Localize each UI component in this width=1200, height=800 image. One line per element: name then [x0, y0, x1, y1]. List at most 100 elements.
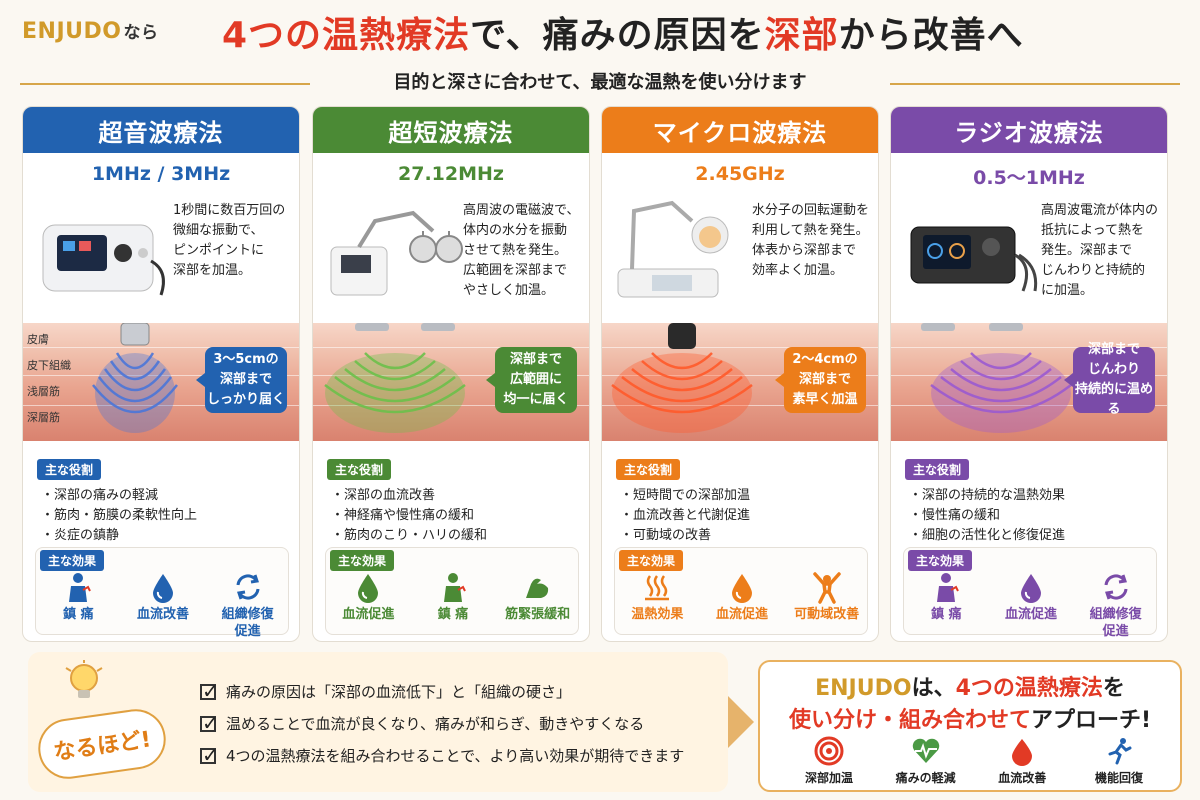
summary-text: アプローチ! [1030, 708, 1152, 733]
checkbox-icon [200, 676, 219, 706]
roles-section: 主な役割深部の痛みの軽減筋肉・筋膜の柔軟性向上炎症の鎮静 [37, 459, 289, 546]
callout-line: 素早く加温 [792, 392, 858, 407]
roles-tag: 主な役割 [616, 459, 681, 480]
headline-part: 4つの [222, 15, 323, 56]
callout-line: 深部まで [798, 372, 851, 387]
person-pain-icon [906, 572, 986, 606]
effects-section: 主な効果鎮 痛血流改善組織修復 促進 [35, 547, 289, 639]
skin-layer-labels: 皮膚皮下組織浅層筋深層筋 [27, 327, 71, 431]
summary-text: 使い分け・組み合わせて [788, 708, 1031, 733]
heat-wave-graphic [921, 323, 1072, 433]
role-item: 可動域の改善 [616, 526, 868, 546]
description-line: 発生。深部まで [1041, 243, 1133, 258]
insight-checklist: 痛みの原因は「深部の血流低下」と「組織の硬さ」 温めることで血流が良くなり、痛み… [200, 676, 720, 772]
heart-icon [912, 738, 939, 763]
description-line: じんわりと持続的 [1041, 263, 1146, 278]
callout-line: じんわり [1087, 362, 1140, 377]
drop-icon [123, 572, 203, 606]
callout-line: 持続的に温める [1075, 382, 1154, 417]
description-line: 1秒間に数百万回の [173, 203, 286, 218]
description-line: 体内の水分を振動 [463, 223, 568, 238]
effect-label: 可動域改善 [794, 607, 860, 622]
drop-icon [1012, 739, 1033, 766]
summary-panel: ENJUDOは、4つの温熱療法を 使い分け・組み合わせてアプローチ! 深部加温 … [758, 660, 1182, 792]
insight-panel: なるほど! 痛みの原因は「深部の血流低下」と「組織の硬さ」 温めることで血流が良… [28, 652, 728, 792]
tissue-layer-line [23, 405, 299, 406]
summary-icon-item: 深部加温 [784, 736, 874, 786]
tissue-layer-line [313, 375, 589, 376]
summary-icon-item: 痛みの軽減 [881, 736, 971, 786]
effects-tag: 主な効果 [619, 550, 684, 571]
role-item: 筋肉・筋膜の柔軟性向上 [37, 506, 289, 526]
callout-text: 深部まで広範囲に均一に届く [503, 350, 568, 410]
effects-section: 主な効果鎮 痛血流促進組織修復 促進 [903, 547, 1157, 639]
description-line: 広範囲を深部まで [463, 263, 568, 278]
roles-section: 主な役割短時間での深部加温血流改善と代謝促進可動域の改善 [616, 459, 868, 546]
summary-icon-label: 機能回復 [1094, 771, 1143, 785]
runner-icon [1108, 738, 1132, 765]
skin-layer-label: 深層筋 [27, 411, 60, 424]
callout-text: 2〜4cmの深部まで素早く加温 [792, 350, 857, 410]
headline-part: 深部 [764, 15, 839, 56]
recycle-icon [1076, 572, 1156, 606]
card-description: 高周波電流が体内の抵抗によって熱を発生。深部までじんわりと持続的に加温。 [1041, 201, 1165, 301]
effects-row: 血流促進鎮 痛筋緊張緩和 [326, 572, 580, 623]
depth-callout: 3〜5cmの深部までしっかり届く [196, 347, 287, 413]
brand-name: ENJUDO [22, 19, 122, 44]
roles-list: 短時間での深部加温血流改善と代謝促進可動域の改善 [616, 486, 868, 546]
tissue-layer-line [602, 405, 878, 406]
tissue-layer-line [313, 347, 589, 348]
card-description: 1秒間に数百万回の微細な振動で、ピンポイントに深部を加温。 [173, 201, 297, 281]
roles-section: 主な役割深部の持続的な温熱効果慢性痛の緩和細胞の活性化と修復促進 [905, 459, 1157, 546]
roles-tag: 主な役割 [37, 459, 102, 480]
summary-icon-item: 機能回復 [1074, 736, 1164, 786]
description-line: ピンポイントに [173, 243, 265, 258]
drop-icon [328, 572, 408, 606]
checkbox-icon [200, 740, 219, 770]
effects-tag: 主な効果 [330, 550, 395, 571]
roles-tag: 主な役割 [327, 459, 392, 480]
lightbulb-icon [65, 660, 103, 698]
arrow-right-icon [728, 696, 754, 748]
person-pain-icon [38, 572, 118, 606]
effect-label: 鎮 痛 [931, 607, 962, 622]
effect-item: 組織修復 促進 [208, 572, 288, 640]
tissue-layer-line [602, 347, 878, 348]
heat-wave-graphic [611, 323, 753, 433]
card-title: 超音波療法 [23, 107, 299, 153]
summary-icons: 深部加温 痛みの軽減 血流改善 機能回復 [784, 736, 1164, 786]
heat-wave-graphic [324, 323, 466, 433]
callout-line: 深部まで [509, 352, 562, 367]
card-frequency: 1MHz / 3MHz [91, 163, 231, 185]
therapy-card: 超音波療法 1MHz / 3MHz 1秒間に数百万回の微細な振動で、ピンポイントに深… [22, 106, 300, 642]
skin-layer-label: 皮膚 [27, 333, 49, 346]
role-item: 神経痛や慢性痛の緩和 [327, 506, 579, 526]
tissue-layer-line [23, 347, 299, 348]
card-title: 超短波療法 [313, 107, 589, 153]
person-stretch-icon [787, 572, 867, 606]
role-item: 短時間での深部加温 [616, 486, 868, 506]
heat-icon [617, 572, 697, 606]
muscle-icon [498, 572, 578, 606]
effect-label: 筋緊張緩和 [505, 607, 571, 622]
callout-line: 2〜4cmの [792, 352, 858, 367]
roles-tag: 主な役割 [905, 459, 970, 480]
drop-icon [702, 572, 782, 606]
effect-item: 筋緊張緩和 [498, 572, 578, 623]
headline-part: で、痛みの原因を [470, 15, 765, 56]
check-text: 4つの温熱療法を組み合わせることで、より高い効果が期待できます [226, 747, 685, 765]
depth-callout: 深部までじんわり持続的に温める [1064, 342, 1155, 417]
summary-icon-item: 血流改善 [977, 736, 1067, 786]
description-line: やさしく加温。 [463, 283, 555, 298]
skin-layer-label: 皮下組織 [27, 359, 71, 372]
check-item: 痛みの原因は「深部の血流低下」と「組織の硬さ」 [200, 676, 720, 708]
effects-row: 温熱効果血流促進可動域改善 [615, 572, 869, 623]
description-line: 効率よく加温。 [752, 263, 844, 278]
role-item: 炎症の鎮静 [37, 526, 289, 546]
callout-line: 3〜5cmの [213, 352, 279, 367]
skin-layer-label: 浅層筋 [27, 385, 60, 398]
callout-line: 深部まで [219, 372, 272, 387]
